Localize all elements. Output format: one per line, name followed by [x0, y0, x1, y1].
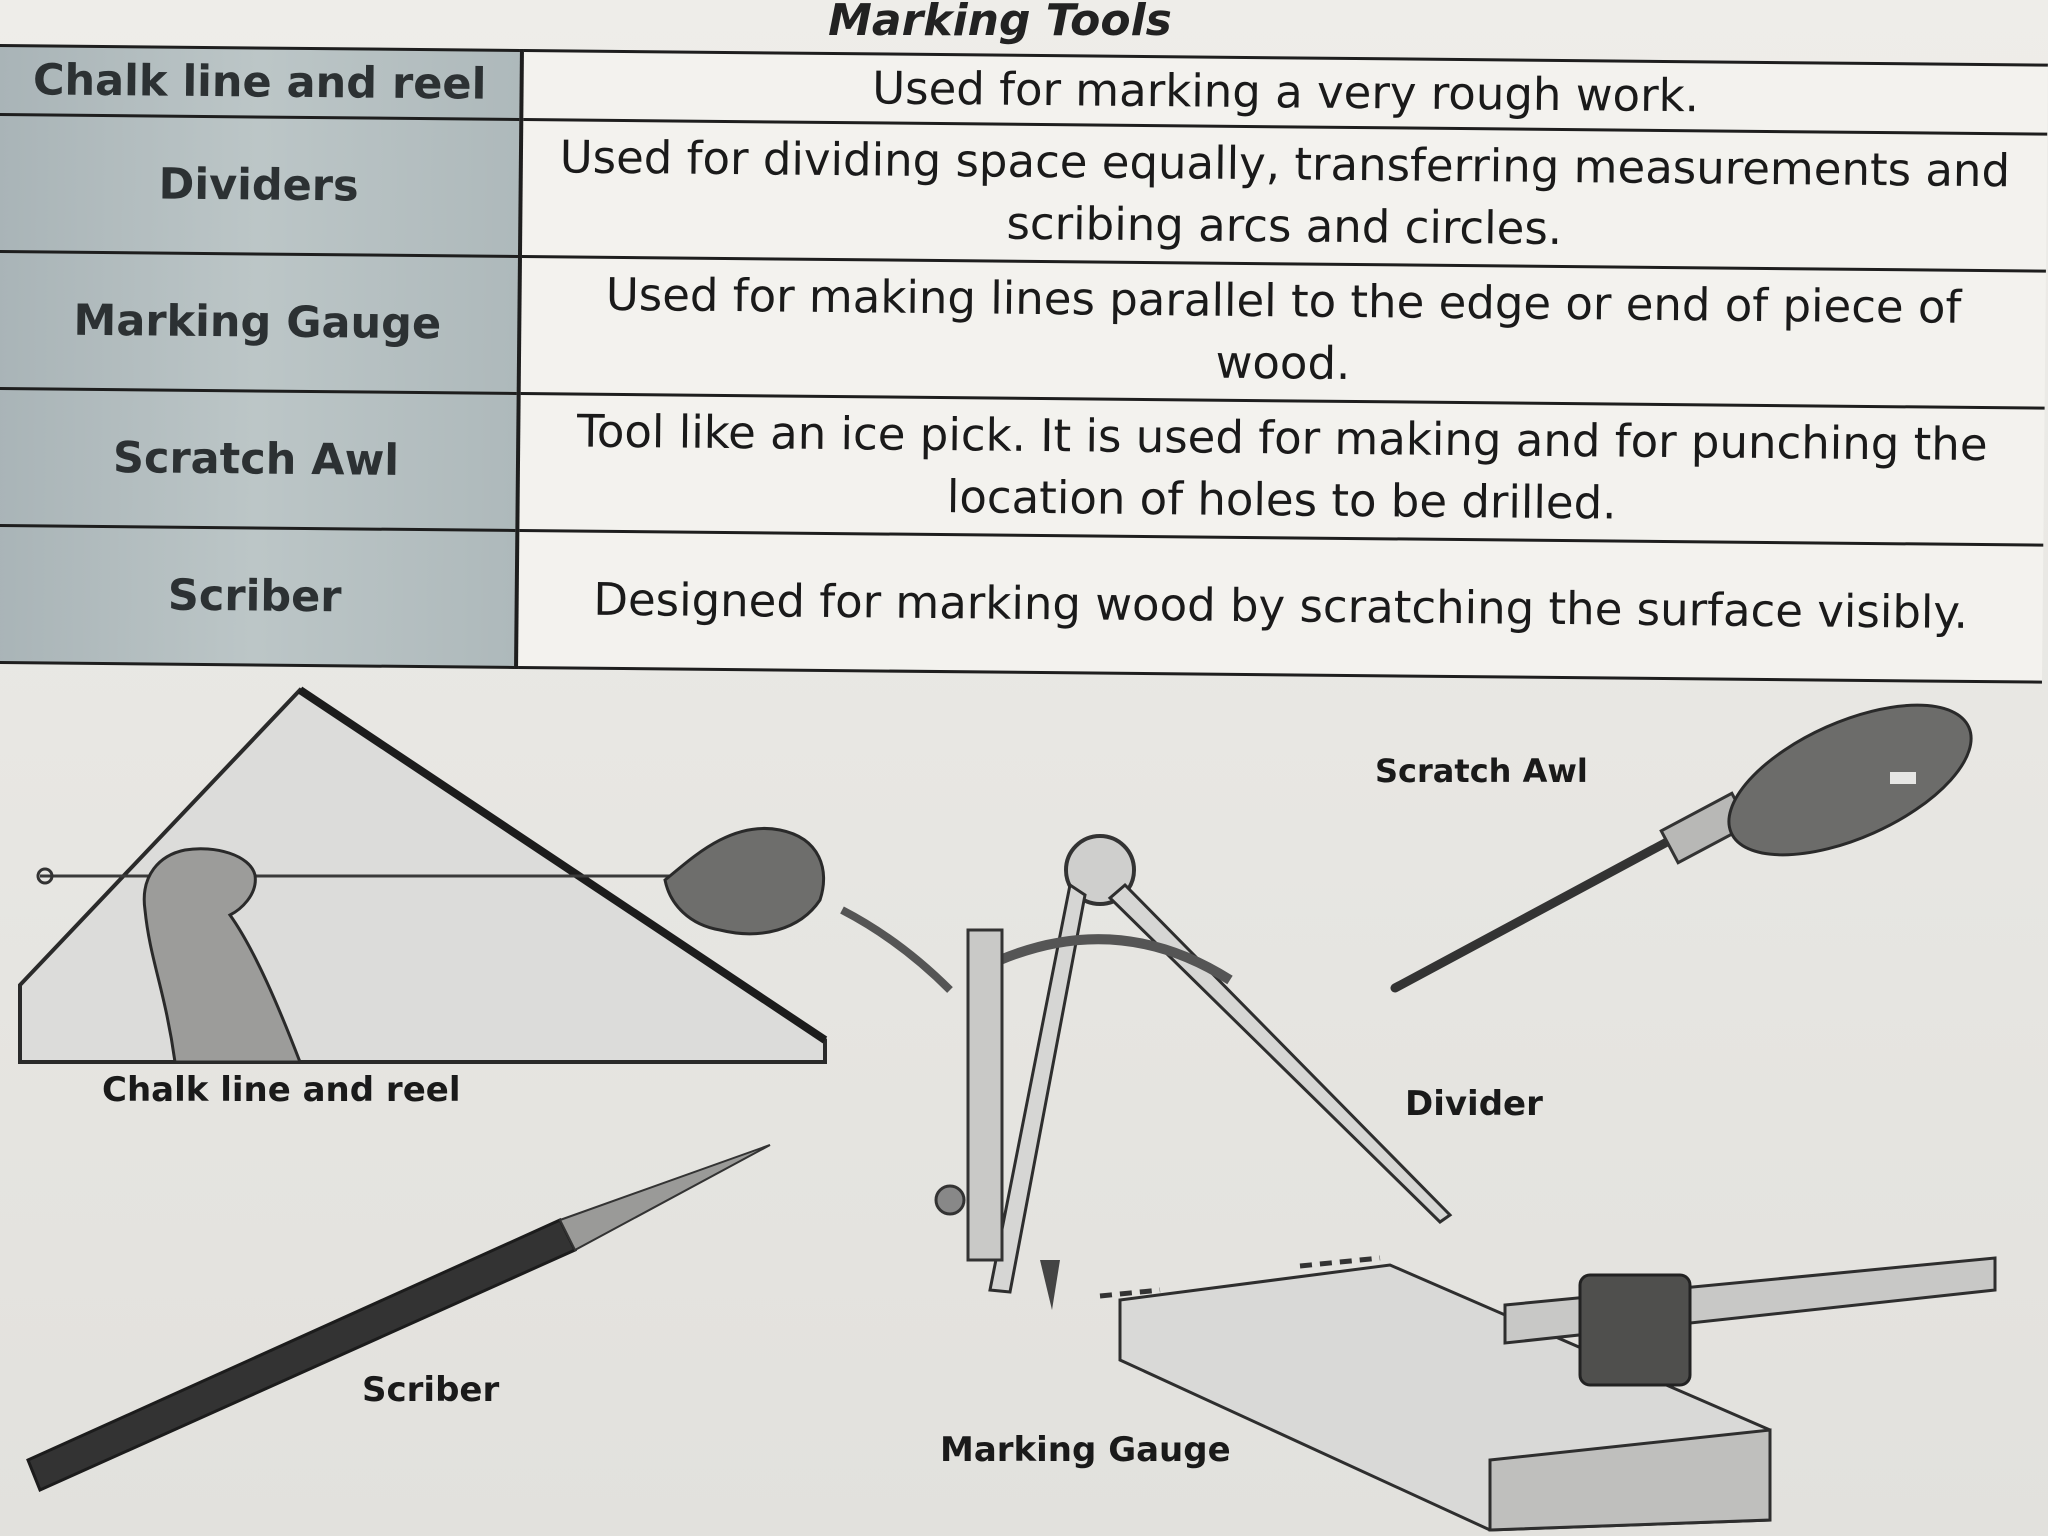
tool-name-cell: Chalk line and reel — [0, 45, 522, 120]
table-row: Scratch Awl Tool like an ice pick. It is… — [0, 388, 2045, 546]
scriber-image — [26, 1144, 771, 1493]
chalk-line-figure-label: Chalk line and reel — [102, 1070, 461, 1110]
scratch-awl-image — [1390, 703, 1973, 993]
marking-gauge-image — [1099, 1255, 1997, 1532]
scratch-awl-figure-label: Scratch Awl — [1375, 752, 1588, 790]
chalk-line-and-reel-image — [18, 686, 828, 1064]
tool-name-cell: Scriber — [0, 525, 518, 668]
tool-description-cell: Tool like an ice pick. It is used for ma… — [517, 393, 2045, 546]
tool-name-cell: Dividers — [0, 114, 522, 257]
scriber-figure-label: Scriber — [362, 1370, 500, 1410]
table-row: Marking Gauge Used for making lines para… — [0, 251, 2046, 409]
table-title: Marking Tools — [828, 0, 1172, 46]
table-row: Scriber Designed for marking wood by scr… — [0, 525, 2044, 683]
marking-tools-table: Chalk line and reel Used for marking a v… — [0, 44, 2048, 684]
tool-name-cell: Scratch Awl — [0, 388, 519, 531]
tools-drawing — [18, 686, 1997, 1532]
tool-description-cell: Used for dividing space equally, transfe… — [519, 119, 2048, 272]
tool-description-cell: Used for making lines parallel to the ed… — [518, 256, 2046, 409]
tools-illustration: Chalk line and reel Scratch Awl Divider … — [0, 660, 2048, 1536]
divider-image — [840, 834, 1453, 1310]
divider-figure-label: Divider — [1405, 1084, 1543, 1124]
table-row: Dividers Used for dividing space equally… — [0, 114, 2048, 272]
marking-gauge-figure-label: Marking Gauge — [940, 1430, 1231, 1470]
tool-name-cell: Marking Gauge — [0, 251, 520, 394]
